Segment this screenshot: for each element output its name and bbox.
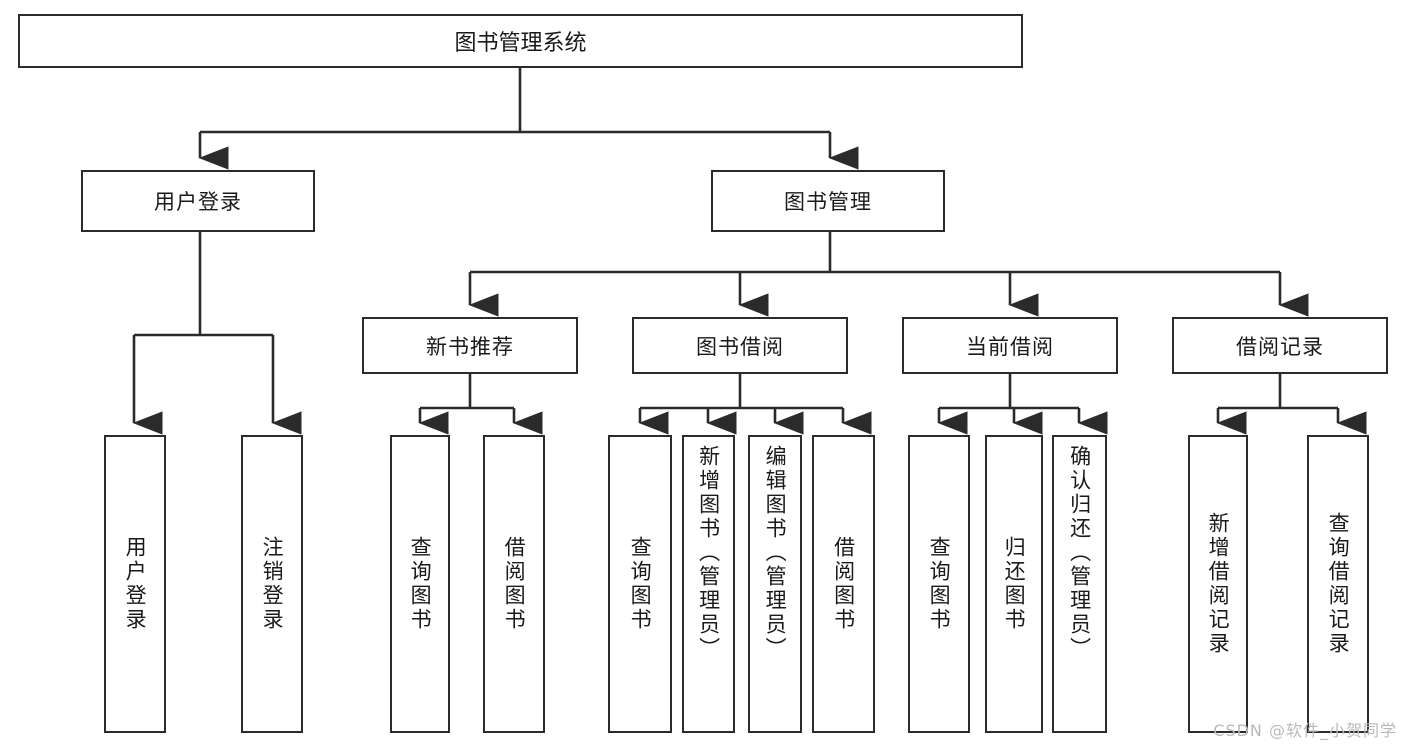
- leaf-edit-book-admin[interactable]: 编辑图书（管理员）: [748, 435, 802, 733]
- node-book-manage-label: 图书管理: [784, 190, 872, 214]
- leaf-query-book-2-label: 查询图书: [628, 536, 653, 632]
- leaf-query-book-3[interactable]: 查询图书: [908, 435, 970, 733]
- leaf-borrow-book-1[interactable]: 借阅图书: [483, 435, 545, 733]
- node-root-label: 图书管理系统: [454, 31, 587, 56]
- leaf-query-book-2[interactable]: 查询图书: [608, 435, 672, 733]
- node-book-manage[interactable]: 图书管理: [711, 170, 945, 232]
- leaf-user-login-label: 用户登录: [123, 536, 148, 632]
- leaf-add-book-admin[interactable]: 新增图书（管理员）: [682, 435, 735, 733]
- leaf-logout-login-label: 注销登录: [260, 536, 285, 632]
- leaf-return-book-label: 归还图书: [1002, 536, 1027, 632]
- leaf-confirm-return-admin-label: 确认归还（管理员）: [1067, 445, 1092, 661]
- leaf-logout-login[interactable]: 注销登录: [241, 435, 303, 733]
- leaf-edit-book-admin-label: 编辑图书（管理员）: [763, 445, 788, 661]
- csdn-watermark: CSDN @软件_小贺同学: [1213, 721, 1397, 740]
- leaf-query-book-1[interactable]: 查询图书: [390, 435, 450, 733]
- node-root[interactable]: 图书管理系统: [18, 14, 1023, 68]
- leaf-query-book-1-label: 查询图书: [408, 536, 433, 632]
- node-user-login[interactable]: 用户登录: [81, 170, 315, 232]
- leaf-borrow-book-2-label: 借阅图书: [831, 536, 856, 632]
- node-new-book-recommend-label: 新书推荐: [426, 334, 514, 359]
- leaf-query-borrow-record-label: 查询借阅记录: [1326, 512, 1351, 656]
- node-book-borrow-label: 图书借阅: [696, 334, 784, 359]
- node-book-borrow[interactable]: 图书借阅: [632, 317, 848, 374]
- leaf-borrow-book-2[interactable]: 借阅图书: [812, 435, 875, 733]
- leaf-add-borrow-record-label: 新增借阅记录: [1206, 512, 1231, 656]
- node-user-login-label: 用户登录: [154, 190, 242, 214]
- leaf-return-book[interactable]: 归还图书: [985, 435, 1043, 733]
- leaf-query-borrow-record[interactable]: 查询借阅记录: [1307, 435, 1369, 733]
- node-new-book-recommend[interactable]: 新书推荐: [362, 317, 578, 374]
- leaf-confirm-return-admin[interactable]: 确认归还（管理员）: [1052, 435, 1107, 733]
- node-borrow-record[interactable]: 借阅记录: [1172, 317, 1388, 374]
- node-borrow-record-label: 借阅记录: [1236, 334, 1324, 359]
- leaf-borrow-book-1-label: 借阅图书: [502, 536, 527, 632]
- leaf-add-borrow-record[interactable]: 新增借阅记录: [1188, 435, 1248, 733]
- leaf-query-book-3-label: 查询图书: [927, 536, 952, 632]
- node-current-borrow-label: 当前借阅: [966, 334, 1054, 359]
- leaf-user-login[interactable]: 用户登录: [104, 435, 166, 733]
- leaf-add-book-admin-label: 新增图书（管理员）: [696, 445, 721, 661]
- node-current-borrow[interactable]: 当前借阅: [902, 317, 1118, 374]
